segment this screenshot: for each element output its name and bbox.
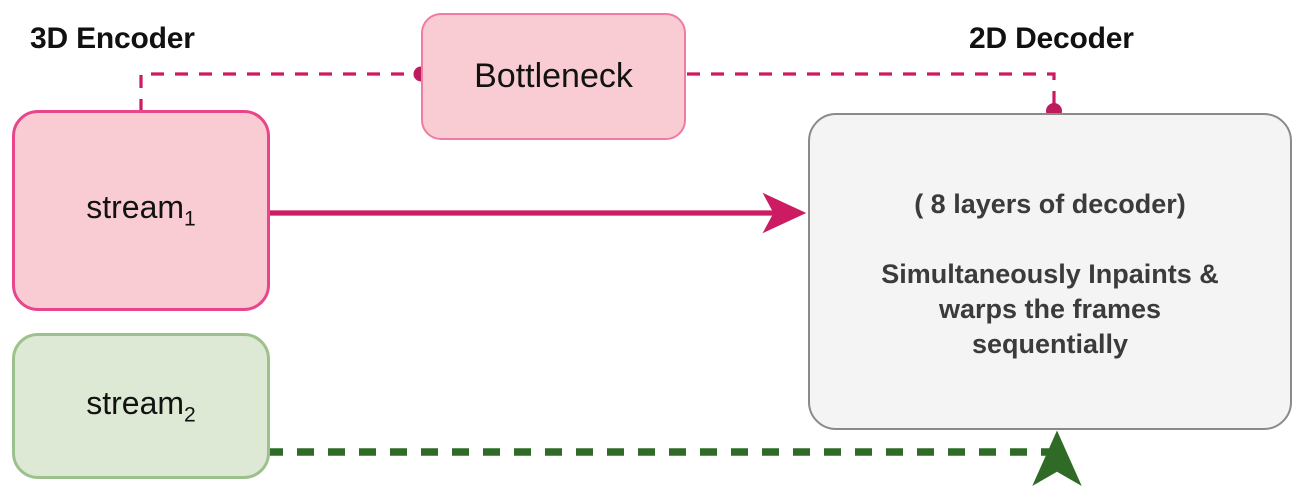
decoder-description-line3: sequentially — [971, 329, 1129, 360]
encoder-section-title: 3D Encoder — [30, 22, 195, 55]
decoder-description-line1: Simultaneously Inpaints & — [881, 259, 1219, 290]
edge-stream1-to-bottleneck — [139, 72, 418, 112]
node-stream1[interactable]: stream1 — [12, 110, 270, 311]
node-stream2-label-base: stream — [86, 384, 185, 421]
node-stream1-label-base: stream — [86, 189, 185, 226]
node-stream1-label: stream1 — [86, 189, 196, 231]
node-stream2-label-subscript: 2 — [184, 403, 196, 427]
node-stream1-label-subscript: 1 — [184, 207, 196, 231]
node-stream2[interactable]: stream2 — [12, 333, 270, 479]
decoder-section-title: 2D Decoder — [969, 22, 1134, 55]
decoder-description-line2: warps the frames — [938, 294, 1162, 325]
node-bottleneck[interactable]: Bottleneck — [421, 13, 686, 140]
edge-bottleneck-to-decoder — [687, 72, 1056, 108]
node-bottleneck-label: Bottleneck — [474, 57, 633, 95]
decoder-description: Simultaneously Inpaints & warps the fram… — [881, 257, 1219, 362]
node-decoder[interactable]: ( 8 layers of decoder) Simultaneously In… — [808, 113, 1292, 430]
node-stream2-label: stream2 — [86, 385, 196, 427]
edge-stream2-to-decoder — [266, 430, 1082, 487]
decoder-layers-text: ( 8 layers of decoder) — [914, 188, 1186, 219]
